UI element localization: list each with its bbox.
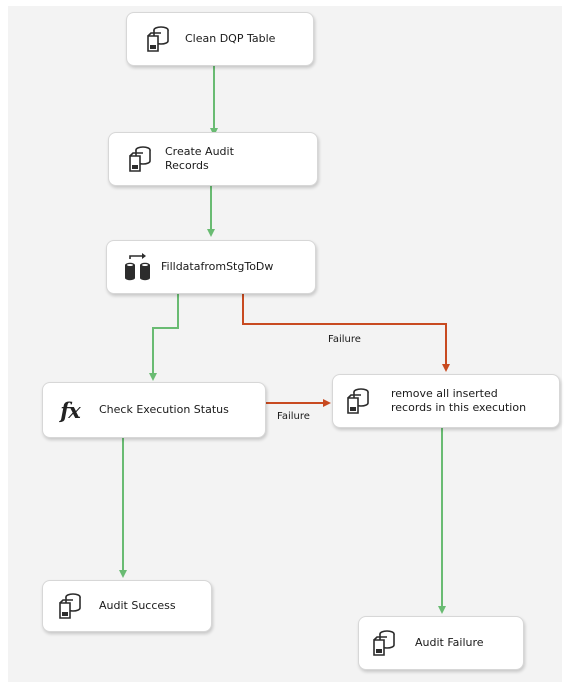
design-surface[interactable]: Failure Failure Clean DQP Table <box>8 6 562 682</box>
failure-label-filldata: Failure <box>328 334 361 345</box>
task-label: FilldatafromStgToDw <box>161 260 274 273</box>
sql-task-icon <box>343 386 373 416</box>
sql-task-icon <box>125 144 155 174</box>
task-create-audit-records[interactable]: Create Audit Records <box>108 132 318 186</box>
precedence-constraints <box>119 66 450 614</box>
task-audit-failure[interactable]: Audit Failure <box>358 616 524 670</box>
task-label: Audit Failure <box>415 636 484 649</box>
task-check-execution-status[interactable]: fx Check Execution Status <box>42 382 266 438</box>
task-remove-inserted-records[interactable]: remove all inserted records in this exec… <box>332 374 560 428</box>
sql-task-icon <box>369 628 399 658</box>
sql-task-icon <box>143 24 173 54</box>
task-label: Check Execution Status <box>99 403 229 416</box>
failure-label-check: Failure <box>277 411 310 422</box>
task-clean-dqp-table[interactable]: Clean DQP Table <box>126 12 314 66</box>
task-audit-success[interactable]: Audit Success <box>42 580 212 632</box>
constraint-filldata-to-check[interactable] <box>149 294 179 381</box>
task-filldata-from-stg-to-dw[interactable]: FilldatafromStgToDw <box>106 240 316 294</box>
task-label: Create Audit Records <box>165 145 234 172</box>
task-label: Clean DQP Table <box>185 32 276 45</box>
constraint-filldata-to-remove[interactable] <box>242 294 450 372</box>
expression-task-icon: fx <box>60 397 81 423</box>
sql-task-icon <box>55 591 85 621</box>
data-flow-task-icon <box>123 252 153 282</box>
task-label: remove all inserted records in this exec… <box>391 387 527 414</box>
task-label: Audit Success <box>99 599 176 612</box>
